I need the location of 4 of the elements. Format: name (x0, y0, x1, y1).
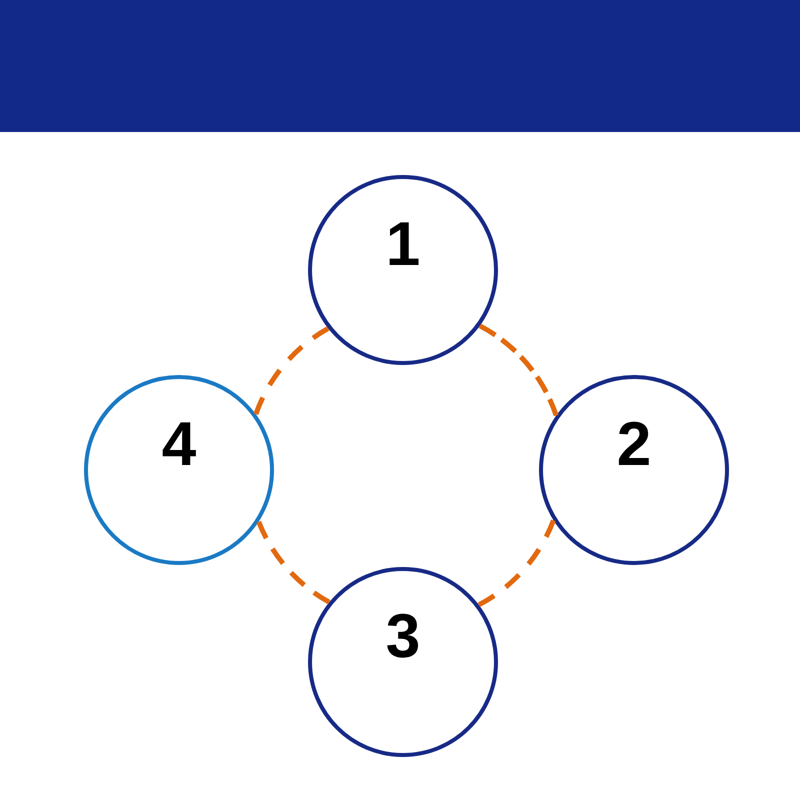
dashed-arc (478, 324, 559, 416)
dashed-arc (254, 326, 330, 416)
dashed-arc (256, 520, 330, 604)
dashed-arc (478, 519, 556, 607)
